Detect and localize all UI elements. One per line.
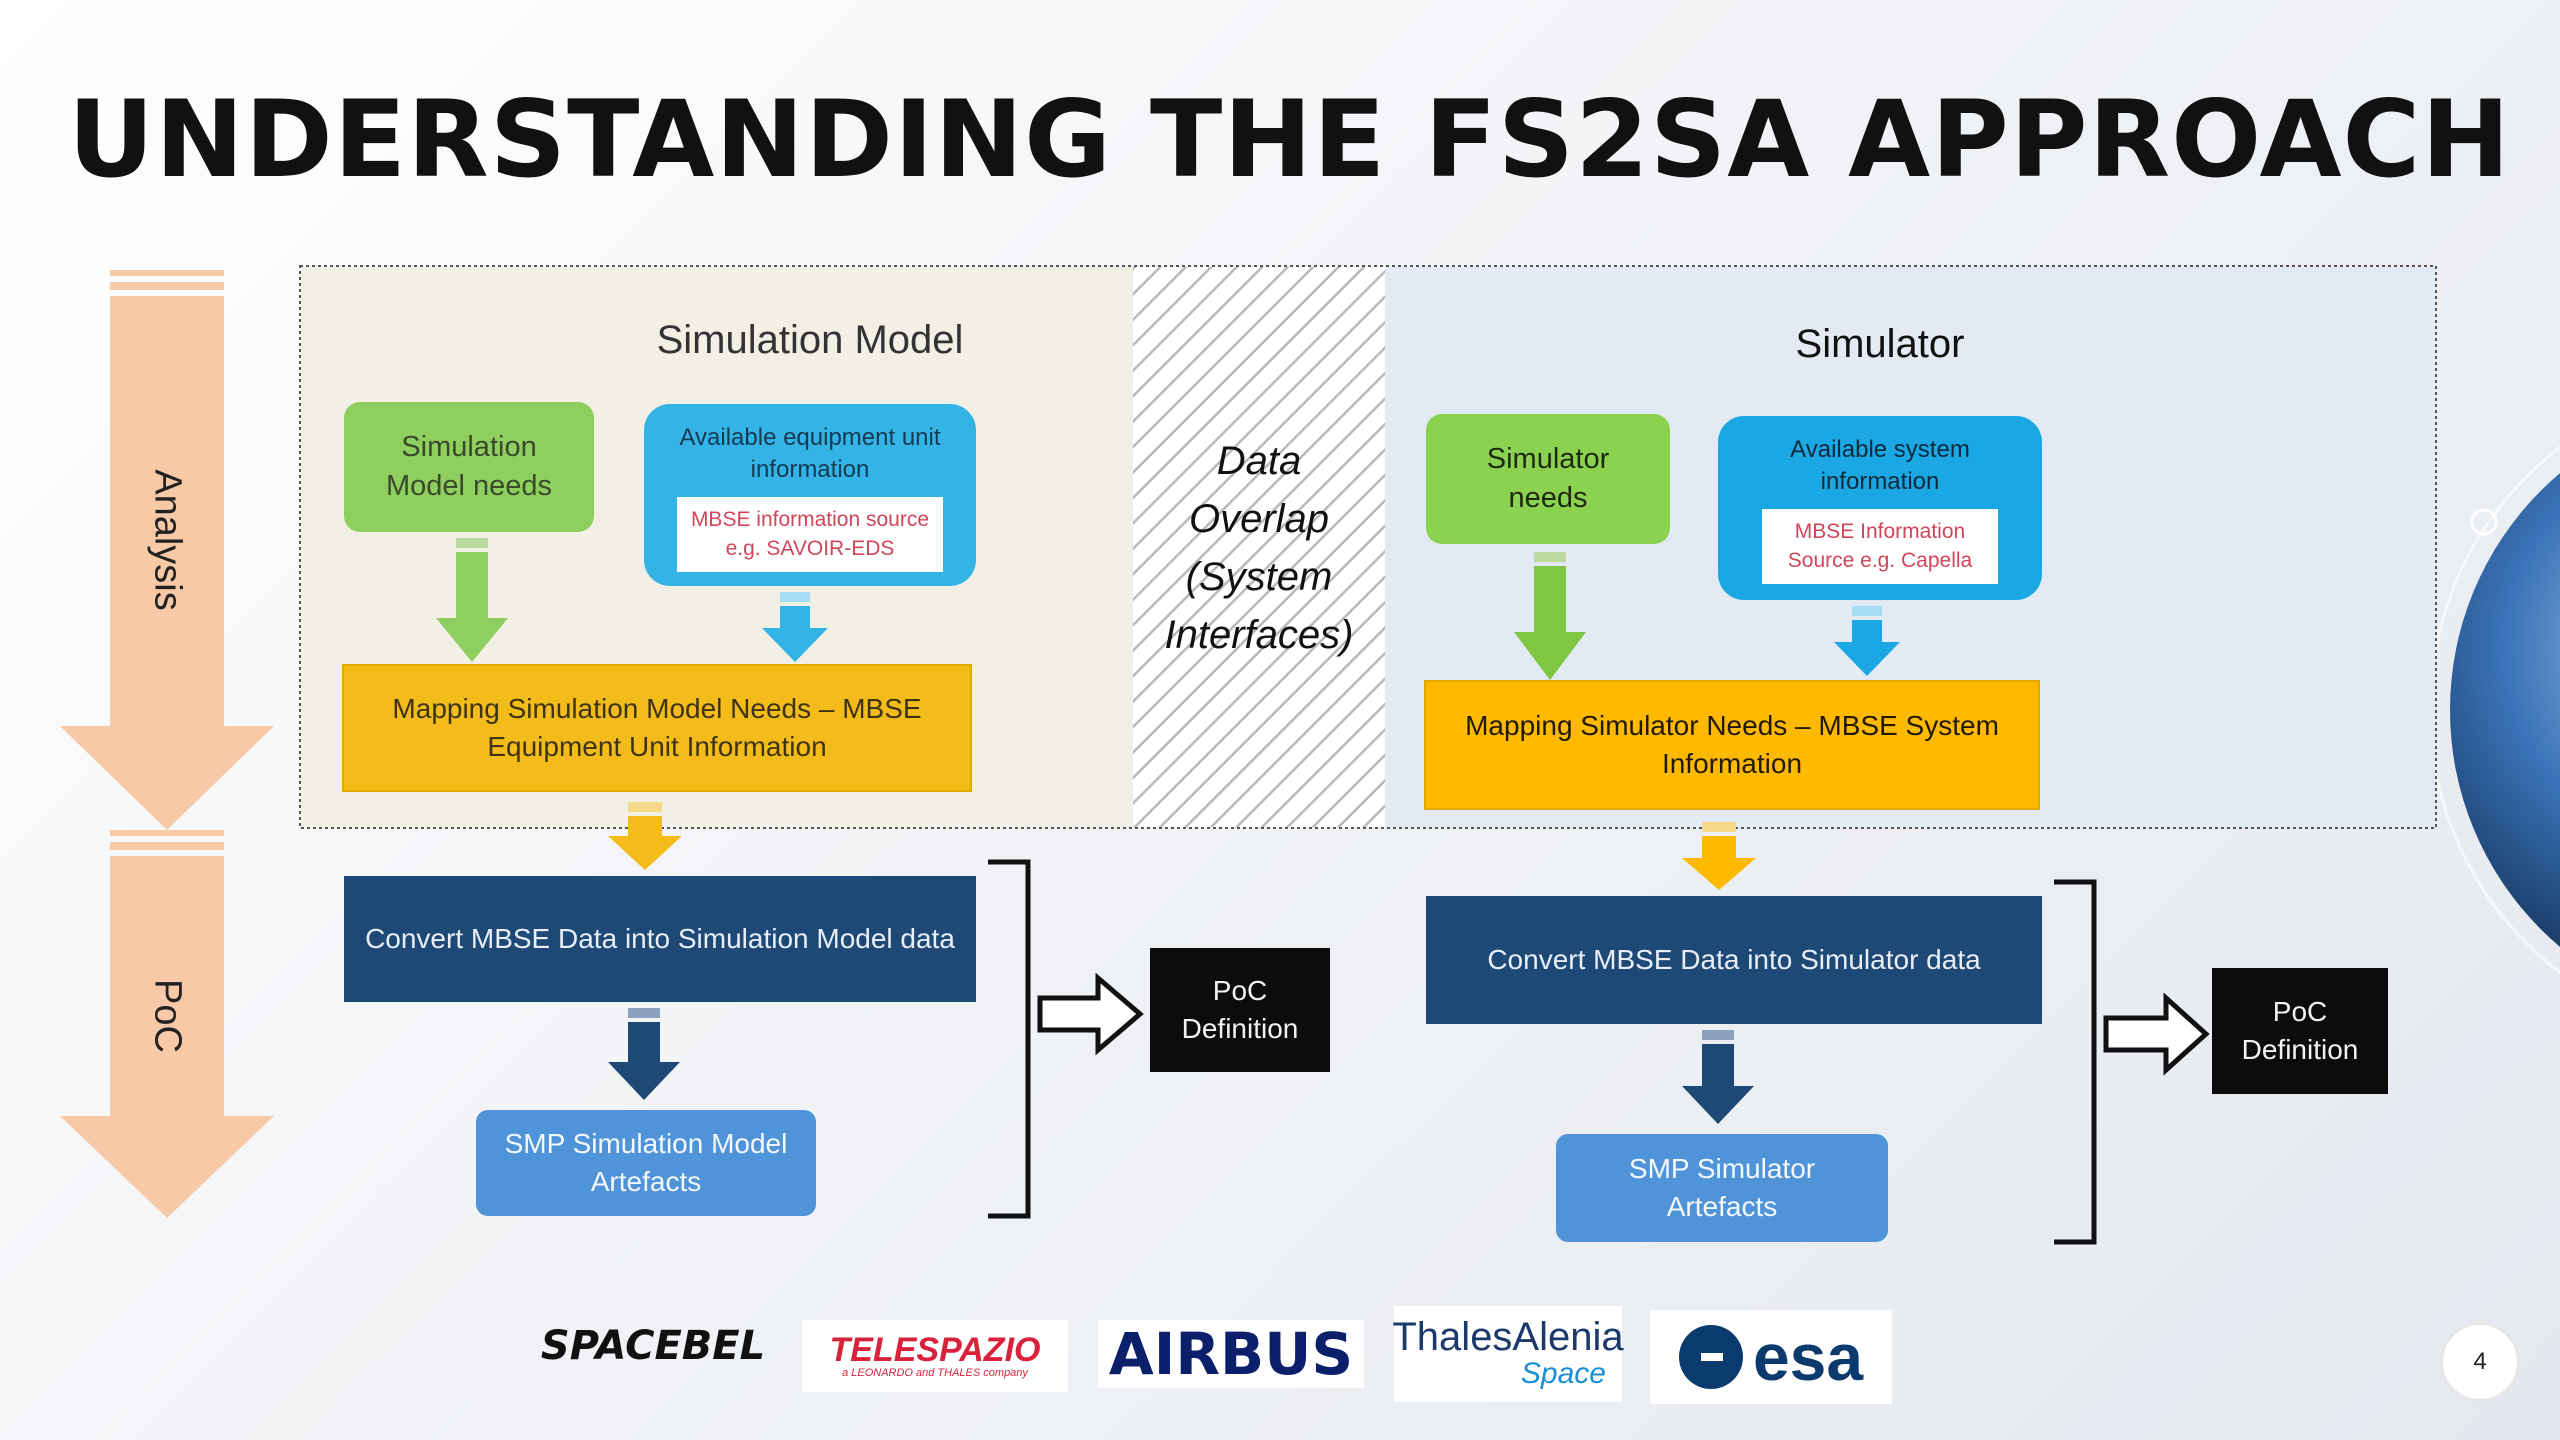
thales-alenia-name: ThalesAlenia bbox=[1392, 1315, 1624, 1359]
bracket-right bbox=[2054, 879, 2097, 1245]
esa-logo: esa bbox=[1650, 1310, 1892, 1404]
arrow-mapping-to-convert-right bbox=[1682, 822, 1756, 890]
phase-label-analysis: Analysis bbox=[146, 469, 189, 611]
mapping-simulation-model-box: Mapping Simulation Model Needs – MBSE Eq… bbox=[342, 664, 972, 792]
telespazio-name: TELESPAZIO bbox=[829, 1331, 1041, 1369]
arrow-mapping-to-convert-left bbox=[608, 802, 682, 870]
arrow-convert-to-artefacts-right bbox=[1682, 1030, 1754, 1124]
system-info-label: Available system information bbox=[1790, 436, 1970, 496]
simulator-needs-box: Simulator needs bbox=[1426, 414, 1670, 544]
analysis-phase-arrow bbox=[60, 270, 274, 830]
arrow-info-to-mapping-left bbox=[762, 592, 828, 662]
arrow-needs-to-mapping-left bbox=[436, 538, 508, 662]
thales-alenia-space: Space bbox=[1520, 1357, 1606, 1390]
airbus-logo: AIRBUS bbox=[1098, 1320, 1364, 1388]
smp-simulation-model-artefacts-box: SMP Simulation Model Artefacts bbox=[476, 1110, 816, 1216]
esa-emblem-icon bbox=[1678, 1325, 1743, 1389]
convert-simulator-box: Convert MBSE Data into Simulator data bbox=[1426, 896, 2042, 1024]
simulator-heading: Simulator bbox=[1795, 322, 1965, 366]
simulation-model-needs-box: Simulation Model needs bbox=[344, 402, 594, 532]
equipment-info-label: Available equipment unit information bbox=[679, 424, 941, 484]
hollow-arrow-right bbox=[2103, 992, 2210, 1076]
overlap-line-3: (System bbox=[1185, 555, 1333, 599]
overlap-line-4: Interfaces) bbox=[1164, 613, 1354, 657]
system-info-source: MBSE Information Source e.g. Capella bbox=[1761, 508, 1999, 584]
data-overlap-panel bbox=[1133, 267, 1385, 827]
telespazio-tagline: a LEONARDO and THALES company bbox=[842, 1367, 1028, 1379]
hollow-arrow-left bbox=[1037, 972, 1144, 1056]
arrow-convert-to-artefacts-left bbox=[608, 1008, 680, 1100]
system-info-box: Available system information MBSE Inform… bbox=[1718, 416, 2042, 600]
page-title: UNDERSTANDING THE FS2SA APPROACH bbox=[68, 78, 2511, 201]
page-number-badge: 4 bbox=[2440, 1322, 2520, 1402]
poc-definition-left: PoC Definition bbox=[1150, 948, 1330, 1072]
thales-alenia-logo: ThalesAlenia Space bbox=[1392, 1306, 1624, 1402]
esa-name: esa bbox=[1752, 1320, 1864, 1394]
arrow-needs-to-mapping-right bbox=[1514, 552, 1586, 680]
arrow-info-to-mapping-right bbox=[1834, 606, 1900, 676]
earth-image bbox=[2450, 473, 2560, 947]
bracket-left bbox=[988, 859, 1031, 1219]
smp-simulator-artefacts-box: SMP Simulator Artefacts bbox=[1556, 1134, 1888, 1242]
equipment-info-source: MBSE information source e.g. SAVOIR-EDS bbox=[676, 496, 944, 572]
simulation-model-heading: Simulation Model bbox=[656, 318, 964, 362]
data-overlap-label: Data Overlap (System Interfaces) bbox=[1140, 432, 1378, 664]
poc-phase-arrow bbox=[60, 830, 274, 1218]
poc-definition-right: PoC Definition bbox=[2212, 968, 2388, 1094]
overlap-line-2: Overlap bbox=[1188, 497, 1330, 541]
equipment-info-box: Available equipment unit information MBS… bbox=[644, 404, 976, 586]
mapping-simulator-box: Mapping Simulator Needs – MBSE System In… bbox=[1424, 680, 2040, 810]
telespazio-logo: TELESPAZIO a LEONARDO and THALES company bbox=[802, 1320, 1068, 1392]
spacebel-logo: SPACEBEL bbox=[540, 1323, 766, 1369]
overlap-line-1: Data bbox=[1216, 439, 1302, 483]
phase-label-poc: PoC bbox=[146, 979, 189, 1053]
convert-simulation-model-box: Convert MBSE Data into Simulation Model … bbox=[344, 876, 976, 1002]
